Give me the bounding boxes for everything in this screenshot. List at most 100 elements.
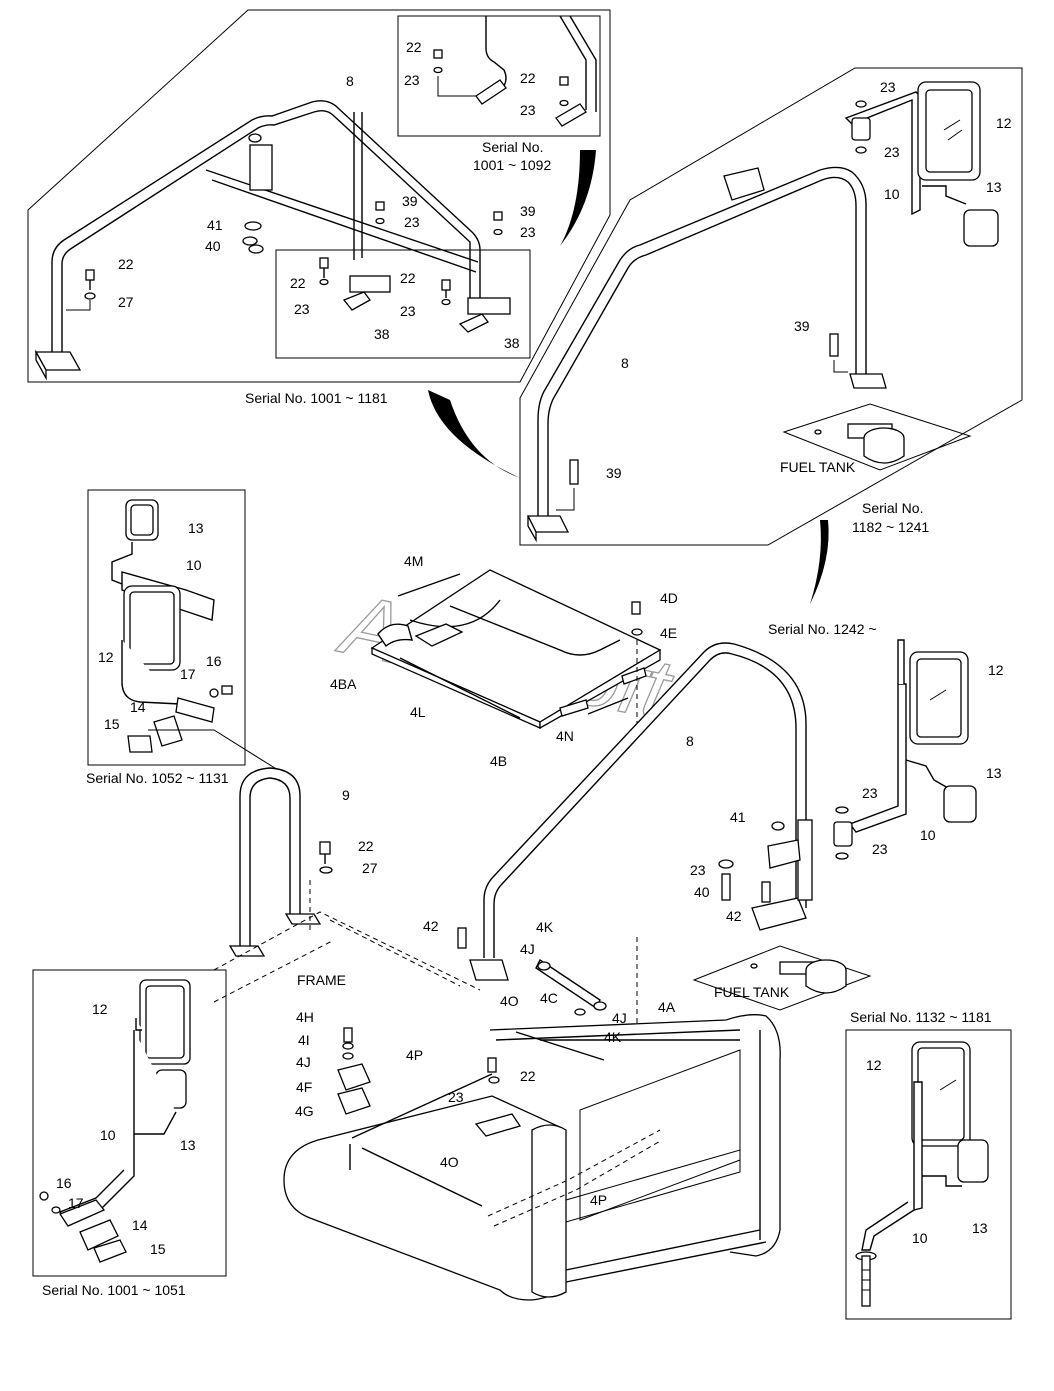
part-number-label: 22: [520, 70, 536, 86]
part-number-label: 16: [56, 1175, 72, 1191]
part-number-label: 12: [988, 662, 1004, 678]
part-number-label: 10: [186, 557, 202, 573]
part-number-label: 16: [206, 653, 222, 669]
transition-arrow: [428, 390, 520, 478]
part-number-label: 12: [866, 1057, 882, 1073]
part-number-label: 15: [104, 716, 120, 732]
part-number-label: 13: [972, 1220, 988, 1236]
part-number-label: 42: [726, 908, 742, 924]
part-number-label: 39: [606, 465, 622, 481]
serial-caption: FRAME: [297, 972, 346, 988]
part-number-label: 9: [342, 787, 350, 803]
serial-caption: Serial No. 1001 ~ 1181: [245, 390, 388, 406]
panel-serial-1052-1131: 13 10 12 16 17 14 15 Serial No. 1052 ~ 1…: [86, 489, 295, 786]
part-number-label: 10: [884, 186, 900, 202]
serial-caption: FUEL TANK: [780, 459, 856, 475]
part-number-label: 22: [290, 275, 306, 291]
part-number-label: 4J: [296, 1054, 311, 1070]
serial-caption: FUEL TANK: [714, 984, 790, 1000]
part-number-label: 4BA: [330, 676, 357, 692]
part-number-label: 4C: [540, 990, 558, 1006]
part-number-label: 4M: [404, 553, 423, 569]
part-number-label: 12: [996, 115, 1012, 131]
part-number-label: 13: [986, 765, 1002, 781]
part-number-label: 23: [520, 224, 536, 240]
part-number-label: 4N: [556, 728, 574, 744]
serial-caption: Serial No.: [862, 500, 923, 516]
part-number-label: 22: [118, 256, 134, 272]
main-hoop-serial-1242: 8 42 12 13 23 10 23 41 23 40 42 Serial N…: [423, 621, 1004, 1011]
part-number-label: 4F: [296, 1079, 312, 1095]
part-number-label: 23: [884, 144, 900, 160]
part-number-label: 39: [402, 193, 418, 209]
part-number-label: 17: [180, 666, 196, 682]
part-number-label: 23: [690, 862, 706, 878]
part-number-label: 14: [132, 1217, 148, 1233]
part-number-label: 22: [406, 39, 422, 55]
part-number-label: 4O: [440, 1154, 459, 1170]
part-number-label: 22: [520, 1068, 536, 1084]
part-number-label: 15: [150, 1241, 166, 1257]
part-number-label: 4H: [296, 1009, 314, 1025]
serial-caption: Serial No. 1132 ~ 1181: [850, 1009, 992, 1025]
part-number-label: 23: [872, 841, 888, 857]
panel-serial-1182-1241: 23 12 23 10 13 39 8 39 FUEL TANK Serial …: [519, 67, 1023, 546]
part-number-label: 10: [100, 1127, 116, 1143]
part-number-label: 4J: [520, 941, 535, 957]
transition-arrow: [810, 520, 829, 604]
part-number-label: 23: [520, 102, 536, 118]
part-number-label: 4I: [298, 1032, 310, 1048]
part-number-label: 23: [448, 1089, 464, 1105]
cover-assembly: 4M 4BA 4L 4N 4B 4D 4E: [330, 553, 678, 1060]
serial-caption: Serial No. 1001 ~ 1051: [42, 1282, 186, 1298]
part-number-label: 4K: [536, 919, 554, 935]
part-number-label: 8: [686, 733, 694, 749]
serial-caption: 1001 ~ 1092: [473, 157, 551, 173]
part-number-label: 4L: [410, 704, 426, 720]
panel-serial-1001-1181: 8 22 23 22 23 Serial No. 1001 ~ 1092 39 …: [27, 9, 611, 406]
part-number-label: 27: [362, 860, 378, 876]
part-number-label: 12: [92, 1001, 108, 1017]
part-number-label: 23: [404, 72, 420, 88]
part-number-label: 4J: [612, 1010, 627, 1026]
transition-arrow: [560, 150, 596, 246]
part-number-label: 10: [920, 827, 936, 843]
part-number-label: 13: [986, 179, 1002, 195]
part-number-label: 12: [98, 649, 114, 665]
part-number-label: 4O: [500, 993, 519, 1009]
part-number-label: 23: [400, 303, 416, 319]
part-number-label: 27: [118, 294, 134, 310]
part-number-label: 4P: [406, 1047, 423, 1063]
guard-9-and-frame: 9 22 27 FRAME: [213, 767, 481, 1003]
serial-caption: Serial No. 1052 ~ 1131: [86, 770, 229, 786]
part-number-label: 14: [130, 699, 146, 715]
part-number-label: 10: [912, 1230, 928, 1246]
serial-caption: Serial No. 1242 ~: [768, 621, 877, 637]
serial-caption: 1182 ~ 1241: [852, 519, 929, 535]
part-number-label: 22: [358, 838, 374, 854]
panel-serial-1132-1181: 12 13 10 Serial No. 1132 ~ 1181: [845, 1009, 1012, 1320]
part-number-label: 23: [294, 301, 310, 317]
part-number-label: 4K: [604, 1029, 622, 1045]
part-number-label: 23: [404, 214, 420, 230]
part-number-label: 42: [423, 918, 439, 934]
part-number-label: 23: [862, 785, 878, 801]
part-number-label: 40: [694, 884, 710, 900]
part-number-label: 23: [880, 79, 896, 95]
serial-caption: Serial No.: [482, 139, 543, 155]
seat-support-4A: 4K 4J 4C 4J 4K 4O 4A 4H 4I 4J 4F 4G 4P 2…: [283, 919, 781, 1301]
part-number-label: 4G: [295, 1103, 314, 1119]
part-number-label: 38: [374, 326, 390, 342]
part-number-label: 13: [188, 520, 204, 536]
part-number-label: 17: [68, 1195, 84, 1211]
part-number-label: 4A: [658, 999, 676, 1015]
part-number-label: 22: [400, 270, 416, 286]
panel-serial-1001-1051: 12 13 10 16 17 14 15 Serial No. 1001 ~ 1…: [32, 969, 227, 1298]
part-number-label: 38: [504, 335, 520, 351]
part-number-label: 4P: [590, 1192, 607, 1208]
part-number-label: 39: [794, 318, 810, 334]
part-number-label: 8: [346, 73, 354, 89]
part-number-label: 13: [180, 1137, 196, 1153]
part-number-label: 40: [205, 238, 221, 254]
